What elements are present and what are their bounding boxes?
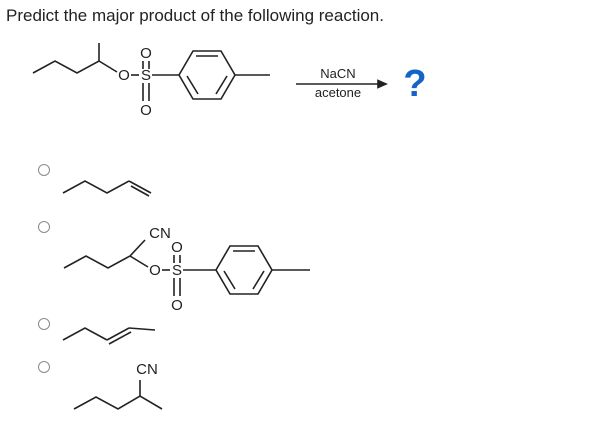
- reagent-label: NaCN: [320, 66, 355, 81]
- option-c-double-bond-b: [108, 331, 132, 345]
- option-b-structure: CN O S O O: [63, 225, 310, 314]
- option-b-ring-double-3: [223, 270, 236, 290]
- reactant-ring-double-3: [186, 75, 199, 95]
- option-b-cyano: CN: [149, 225, 171, 242]
- option-b-alkyl-chain: [63, 255, 149, 269]
- question-text: Predict the major product of the followi…: [6, 6, 384, 25]
- option-b-cn-branch: [129, 239, 146, 257]
- option-c-terminal-bond: [128, 327, 156, 331]
- option-radio-d[interactable]: [38, 361, 50, 373]
- option-d-structure: CN: [73, 361, 163, 410]
- option-b-ester-oxygen: O: [149, 262, 161, 279]
- option-d-chain: [73, 395, 163, 410]
- option-b-oxo-top: O: [171, 239, 183, 256]
- option-b-benzene-ring: [215, 245, 273, 295]
- option-b-ring-double-2: [252, 270, 265, 290]
- reactant-ester-oxygen: O: [118, 67, 130, 84]
- option-b-sulfur: S: [172, 262, 182, 279]
- option-c-double-bond-a: [106, 327, 130, 341]
- option-c-structure: [62, 327, 156, 345]
- option-b-oxo-bottom: O: [171, 297, 183, 314]
- reactant-structure: O S O O: [32, 43, 270, 119]
- product-question-mark: ?: [403, 63, 426, 105]
- option-a-structure: [62, 180, 152, 197]
- reaction-arrow-head: [377, 79, 388, 89]
- option-c-chain: [62, 327, 108, 341]
- option-a-double-bond-a: [128, 180, 152, 194]
- reactant-oxo-bottom: O: [140, 102, 152, 119]
- reactant-alkyl-chain: [32, 60, 118, 74]
- option-a-chain: [62, 180, 130, 194]
- reactant-sulfur: S: [141, 67, 151, 84]
- reaction-arrow-group: NaCN acetone ?: [296, 63, 427, 105]
- option-d-cyano: CN: [136, 361, 158, 378]
- option-radio-a[interactable]: [38, 164, 50, 176]
- reactant-benzene-ring: [178, 50, 236, 100]
- option-a-double-bond-b: [130, 185, 150, 197]
- option-radio-b[interactable]: [38, 221, 50, 233]
- reactant-ring-double-2: [215, 75, 228, 95]
- solvent-label: acetone: [315, 85, 361, 100]
- reactant-oxo-top: O: [140, 45, 152, 62]
- option-radio-c[interactable]: [38, 318, 50, 330]
